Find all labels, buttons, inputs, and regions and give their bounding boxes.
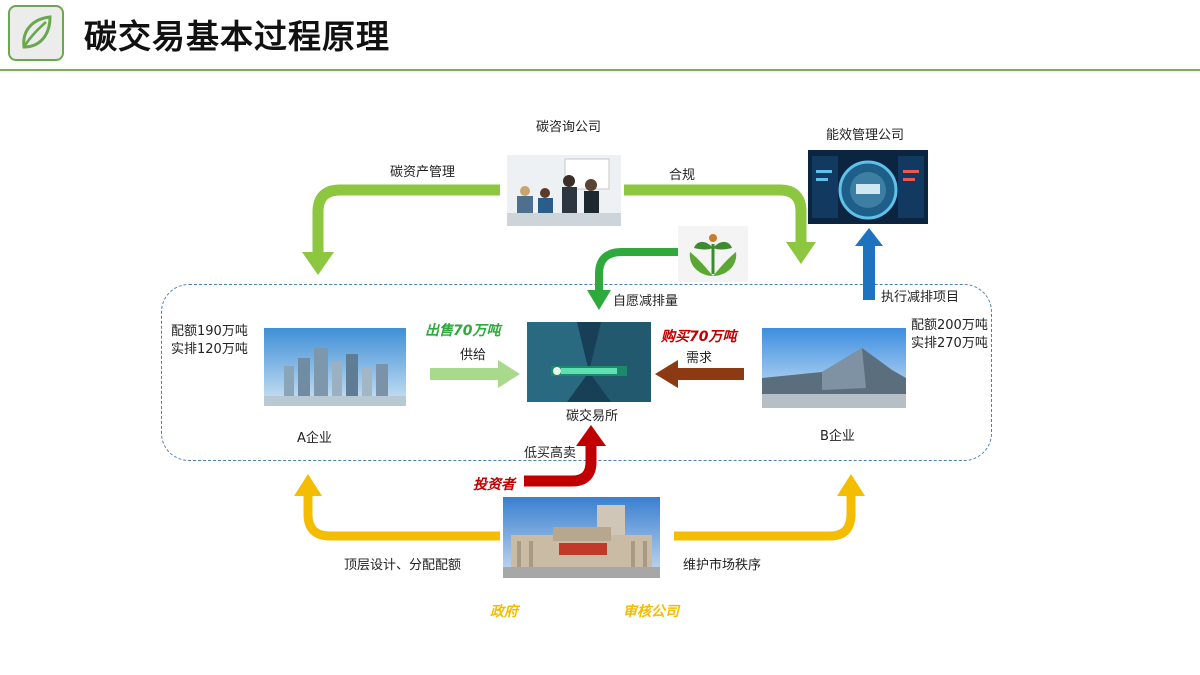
energy-dashboard-image (808, 150, 928, 224)
arrowhead-a-top (302, 252, 334, 275)
government-label: 政府 (490, 604, 518, 620)
arrowhead-b-exchange (655, 360, 678, 388)
top-design-label: 顶层设计、分配配额 (344, 558, 462, 573)
arrow-b-to-exchange (676, 368, 744, 380)
asset-management-label: 碳资产管理 (390, 165, 456, 180)
enterprise-b-label: B企业 (820, 429, 855, 444)
arrowhead-b-top (786, 242, 816, 264)
investor-label: 投资者 (473, 477, 515, 493)
consulting-label: 碳咨询公司 (536, 120, 602, 135)
arrow-b-to-energy (863, 245, 875, 300)
sell-amount: 出售70万吨 (425, 323, 501, 339)
page-title: 碳交易基本过程原理 (84, 17, 390, 56)
reduction-project-label: 执行减排项目 (881, 290, 960, 305)
buy-low-sell-high-label: 低买高卖 (524, 446, 577, 461)
arrow-investor-to-exchange (524, 444, 597, 487)
government-building-image (503, 497, 660, 578)
arrowhead-voluntary (587, 290, 611, 310)
supply-label: 供给 (460, 348, 487, 363)
arrow-voluntary-to-exchange (595, 248, 678, 292)
leaf-icon (22, 15, 52, 49)
exchange-label: 碳交易所 (566, 409, 619, 424)
voluntary-reduction-label: 自愿减排量 (613, 294, 679, 309)
b-actual-emission: 实排270万吨 (911, 336, 988, 351)
arrow-consulting-to-b (624, 184, 807, 244)
arrowhead-gov-b (837, 474, 865, 496)
exchange-building-image (527, 322, 651, 402)
market-boundary (161, 284, 992, 461)
arrow-government-to-a (303, 494, 500, 541)
a-actual-emission: 实排120万吨 (171, 342, 248, 357)
sprout-icon (678, 226, 748, 282)
enterprise-a-image (264, 328, 406, 406)
leaf-logo (8, 5, 64, 61)
b-quota: 配额200万吨 (911, 318, 988, 333)
energy-company-label: 能效管理公司 (826, 128, 905, 143)
arrow-government-to-b (674, 494, 856, 541)
arrowhead-energy (855, 228, 883, 246)
a-quota: 配额190万吨 (171, 324, 248, 339)
arrowhead-a-exchange (498, 360, 520, 388)
enterprise-b-image (762, 328, 906, 408)
buy-amount: 购买70万吨 (661, 329, 737, 345)
consulting-meeting-image (507, 155, 621, 226)
auditor-label: 审核公司 (623, 604, 679, 620)
demand-label: 需求 (686, 351, 713, 366)
arrow-a-to-exchange (430, 368, 500, 380)
header-divider (0, 69, 1200, 71)
arrowhead-investor (576, 425, 606, 446)
market-order-label: 维护市场秩序 (683, 558, 762, 573)
arrow-consulting-to-a (312, 184, 500, 254)
compliance-label: 合规 (669, 168, 696, 183)
enterprise-a-label: A企业 (297, 431, 332, 446)
arrowhead-gov-a (294, 474, 322, 496)
